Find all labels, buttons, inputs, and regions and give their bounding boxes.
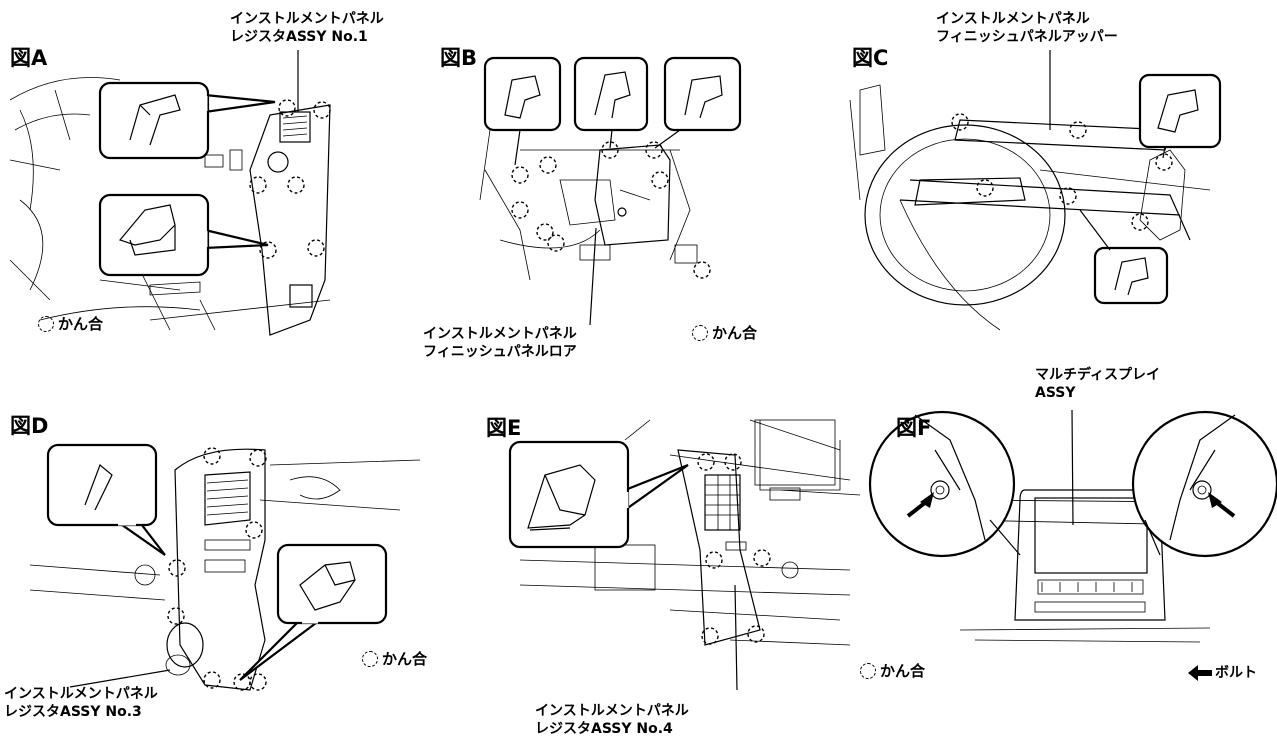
bolt-arrow-icon: [1188, 665, 1212, 681]
figure-a-part-label: インストルメントパネル レジスタASSY No.1: [230, 10, 384, 46]
figure-e-part-line1: インストルメントパネル: [535, 703, 689, 719]
figure-b-title: 図B: [440, 46, 478, 70]
figure-d-legend-label: かん合: [382, 650, 428, 668]
figure-e-illustration: [508, 419, 861, 691]
figure-f-bolt-legend: ボルト: [1215, 662, 1257, 682]
figure-f-legend: かん合: [860, 660, 925, 681]
clip-circle-icon: [38, 315, 54, 332]
figure-f-legend-label: かん合: [880, 662, 926, 680]
clip-circle-icon: [692, 324, 708, 341]
figure-a-legend: かん合: [38, 313, 103, 334]
figure-f-illustration: [868, 409, 1277, 681]
clip-circle-icon: [860, 662, 876, 679]
figure-b-legend-label: かん合: [712, 324, 758, 342]
figure-b-part-line2: フィニッシュパネルロア: [423, 344, 577, 360]
figure-a-part-line2: レジスタASSY No.1: [230, 29, 368, 45]
figure-c: 図C インストルメントパネル フィニッシュパネルアッパー: [840, 0, 1277, 370]
figure-f-part-line2: ASSY: [1035, 385, 1076, 401]
figure-c-part-line2: フィニッシュパネルアッパー: [936, 29, 1118, 45]
figure-a-illustration: [9, 50, 331, 336]
figure-a-title: 図A: [10, 46, 48, 70]
clip-circle-icon: [362, 650, 378, 667]
figure-f: 図F マルチディスプレイ ASSY かん合 ボルト: [860, 367, 1277, 740]
figure-c-part-line1: インストルメントパネル: [936, 11, 1090, 27]
figure-d-part-line2: レジスタASSY No.3: [4, 704, 142, 720]
figure-f-title: 図F: [896, 416, 932, 440]
figure-b-part-line1: インストルメントパネル: [423, 326, 577, 342]
figure-c-part-label: インストルメントパネル フィニッシュパネルアッパー: [936, 10, 1118, 46]
figure-a: 図A インストルメントパネル レジスタASSY No.1 かん合: [0, 0, 420, 370]
figure-b-part-label: インストルメントパネル フィニッシュパネルロア: [423, 325, 577, 361]
figure-e-part-label: インストルメントパネル レジスタASSY No.4: [535, 702, 689, 738]
figure-c-title: 図C: [852, 46, 889, 70]
figure-c-illustration: [849, 50, 1222, 331]
figure-f-part-label: マルチディスプレイ ASSY: [1035, 366, 1160, 402]
figure-d-part-label: インストルメントパネル レジスタASSY No.3: [4, 685, 158, 721]
figure-d-legend: かん合: [362, 648, 427, 669]
figure-a-part-line1: インストルメントパネル: [230, 11, 384, 27]
figure-d-part-line1: インストルメントパネル: [4, 686, 158, 702]
figure-b-illustration: [479, 56, 742, 326]
figure-a-legend-label: かん合: [58, 315, 104, 333]
figure-e: 図E インストルメントパネル レジスタASSY No.4: [430, 380, 861, 740]
figure-f-part-line1: マルチディスプレイ: [1035, 367, 1161, 383]
figure-e-part-line2: レジスタASSY No.4: [535, 721, 673, 737]
figure-d: 図D インストルメントパネル レジスタASSY No.3 かん合: [0, 380, 430, 740]
figure-e-title: 図E: [486, 416, 522, 440]
figure-f-bolt-label: ボルト: [1215, 665, 1257, 681]
figure-d-title: 図D: [10, 414, 49, 438]
figure-b-legend: かん合: [692, 322, 757, 343]
figure-b: 図B インストルメントパネル フィニッシュパネルロア かん合: [420, 0, 840, 370]
figure-d-illustration: [29, 443, 421, 691]
